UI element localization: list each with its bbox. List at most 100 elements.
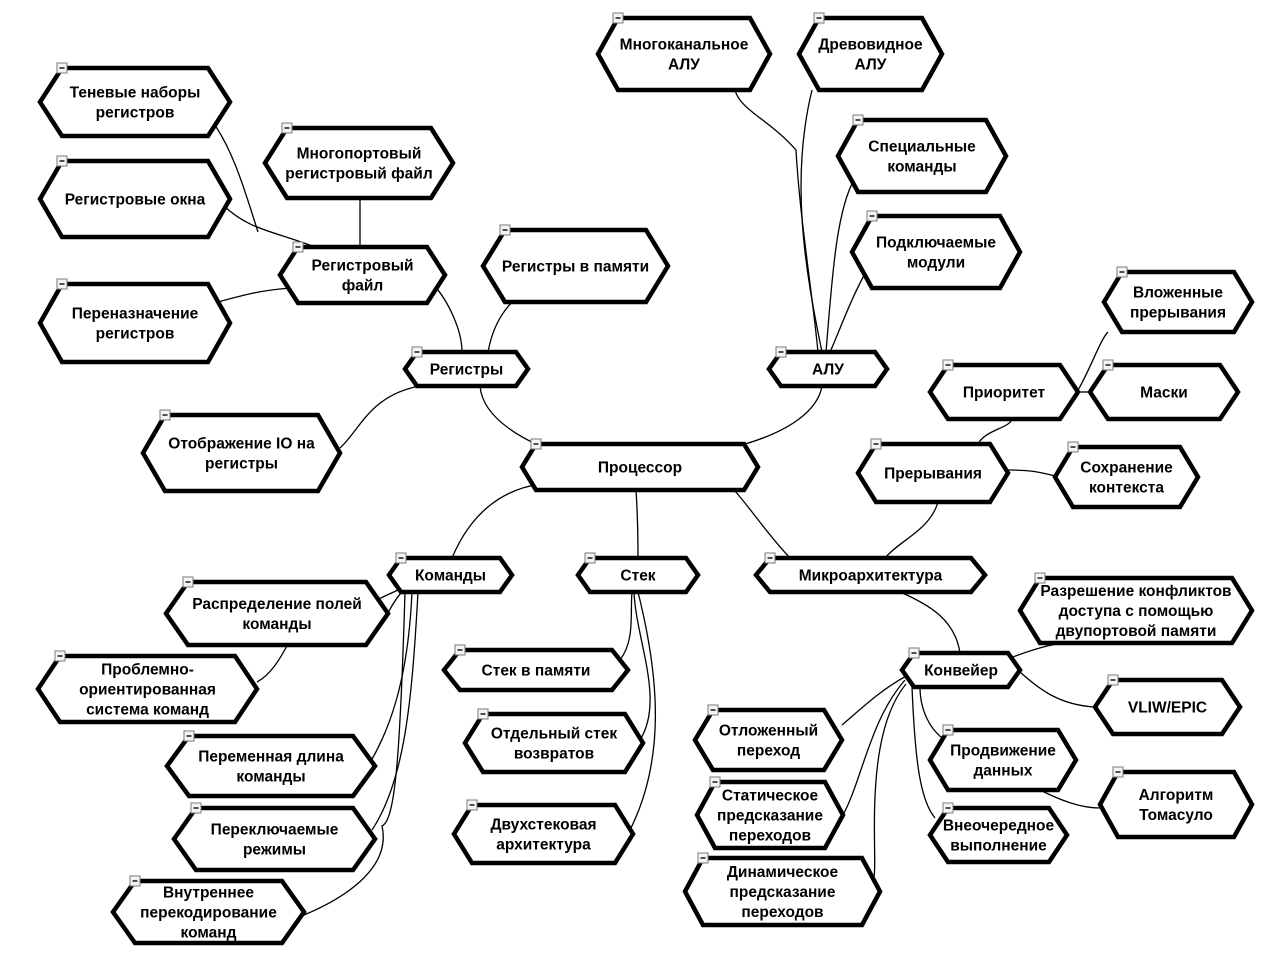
- node-alu[interactable]: АЛУ: [766, 346, 890, 389]
- collapse-icon[interactable]: [454, 644, 466, 656]
- connector-regfile-shadow: [209, 117, 259, 233]
- collapse-icon[interactable]: [530, 438, 542, 450]
- node-label-line: архитектура: [496, 837, 591, 854]
- collapse-icon[interactable]: [870, 438, 882, 450]
- node-regs[interactable]: Регистры: [402, 346, 531, 389]
- node-shape: [796, 15, 945, 93]
- collapse-icon[interactable]: [56, 278, 68, 290]
- collapse-icon[interactable]: [56, 62, 68, 74]
- collapse-icon[interactable]: [584, 552, 596, 564]
- collapse-icon[interactable]: [281, 122, 293, 134]
- node-shape: [480, 227, 671, 305]
- node-retstack[interactable]: Отдельный стек возвратов: [462, 708, 646, 775]
- collapse-icon[interactable]: [813, 12, 825, 24]
- node-label-line: Томасуло: [1139, 807, 1213, 824]
- collapse-icon[interactable]: [707, 704, 719, 716]
- collapse-icon[interactable]: [709, 776, 721, 788]
- collapse-icon[interactable]: [1102, 359, 1114, 371]
- collapse-icon[interactable]: [1107, 674, 1119, 686]
- node-label-line: модули: [907, 255, 965, 272]
- node-priority[interactable]: Приоритет: [927, 359, 1081, 422]
- collapse-icon[interactable]: [1116, 266, 1128, 278]
- connector-cpu-regs: [479, 385, 541, 447]
- node-memstack[interactable]: Стек в памяти: [441, 644, 631, 693]
- collapse-icon[interactable]: [183, 730, 195, 742]
- collapse-icon[interactable]: [395, 552, 407, 564]
- collapse-icon[interactable]: [942, 359, 954, 371]
- node-vliw[interactable]: VLIW/EPIC: [1092, 674, 1243, 737]
- collapse-icon[interactable]: [852, 114, 864, 126]
- collapse-icon[interactable]: [1112, 766, 1124, 778]
- collapse-icon[interactable]: [942, 802, 954, 814]
- collapse-icon[interactable]: [775, 346, 787, 358]
- node-stack[interactable]: Стек: [575, 552, 701, 595]
- collapse-icon[interactable]: [292, 241, 304, 253]
- collapse-icon[interactable]: [764, 552, 776, 564]
- node-label-line: регистров: [96, 105, 175, 122]
- node-masks[interactable]: Маски: [1087, 359, 1241, 422]
- collapse-icon[interactable]: [612, 12, 624, 24]
- collapse-icon[interactable]: [56, 155, 68, 167]
- collapse-icon[interactable]: [411, 346, 423, 358]
- node-label-line: возвратов: [514, 746, 594, 763]
- node-pipeline[interactable]: Конвейер: [899, 647, 1023, 690]
- collapse-icon[interactable]: [1067, 441, 1079, 453]
- connector-micro-interrupts: [884, 501, 939, 559]
- node-cpu[interactable]: Процессор: [519, 438, 761, 493]
- collapse-icon[interactable]: [477, 708, 489, 720]
- node-cmds[interactable]: Команды: [386, 552, 515, 595]
- node-windows[interactable]: Регистровые окна: [37, 155, 233, 240]
- node-label-line: Регистры: [430, 362, 503, 379]
- node-label-line: Вложенные: [1133, 285, 1223, 302]
- connector-regfile-windows: [223, 205, 316, 248]
- collapse-icon[interactable]: [466, 799, 478, 811]
- collapse-icon[interactable]: [908, 647, 920, 659]
- node-memregs[interactable]: Регистры в памяти: [480, 224, 671, 305]
- collapse-icon[interactable]: [697, 852, 709, 864]
- node-shape: [262, 125, 456, 201]
- collapse-icon[interactable]: [159, 409, 171, 421]
- collapse-icon[interactable]: [499, 224, 511, 236]
- node-label-line: Внутреннее: [163, 885, 254, 902]
- collapse-icon[interactable]: [866, 210, 878, 222]
- node-shape: [386, 555, 515, 595]
- node-micro[interactable]: Микроархитектура: [753, 552, 988, 595]
- node-label-line: команды: [887, 159, 956, 176]
- collapse-icon[interactable]: [129, 875, 141, 887]
- collapse-icon[interactable]: [942, 724, 954, 736]
- collapse-icon[interactable]: [54, 650, 66, 662]
- collapse-icon[interactable]: [190, 802, 202, 814]
- connector-pipeline-vliw: [1019, 671, 1096, 708]
- node-shape: [682, 855, 883, 928]
- node-interrupts[interactable]: Прерывания: [855, 438, 1011, 505]
- connector-stack-memstack: [619, 591, 633, 661]
- collapse-icon[interactable]: [182, 576, 194, 588]
- node-label-line: Отдельный стек: [491, 726, 618, 743]
- collapse-icon[interactable]: [1034, 572, 1046, 584]
